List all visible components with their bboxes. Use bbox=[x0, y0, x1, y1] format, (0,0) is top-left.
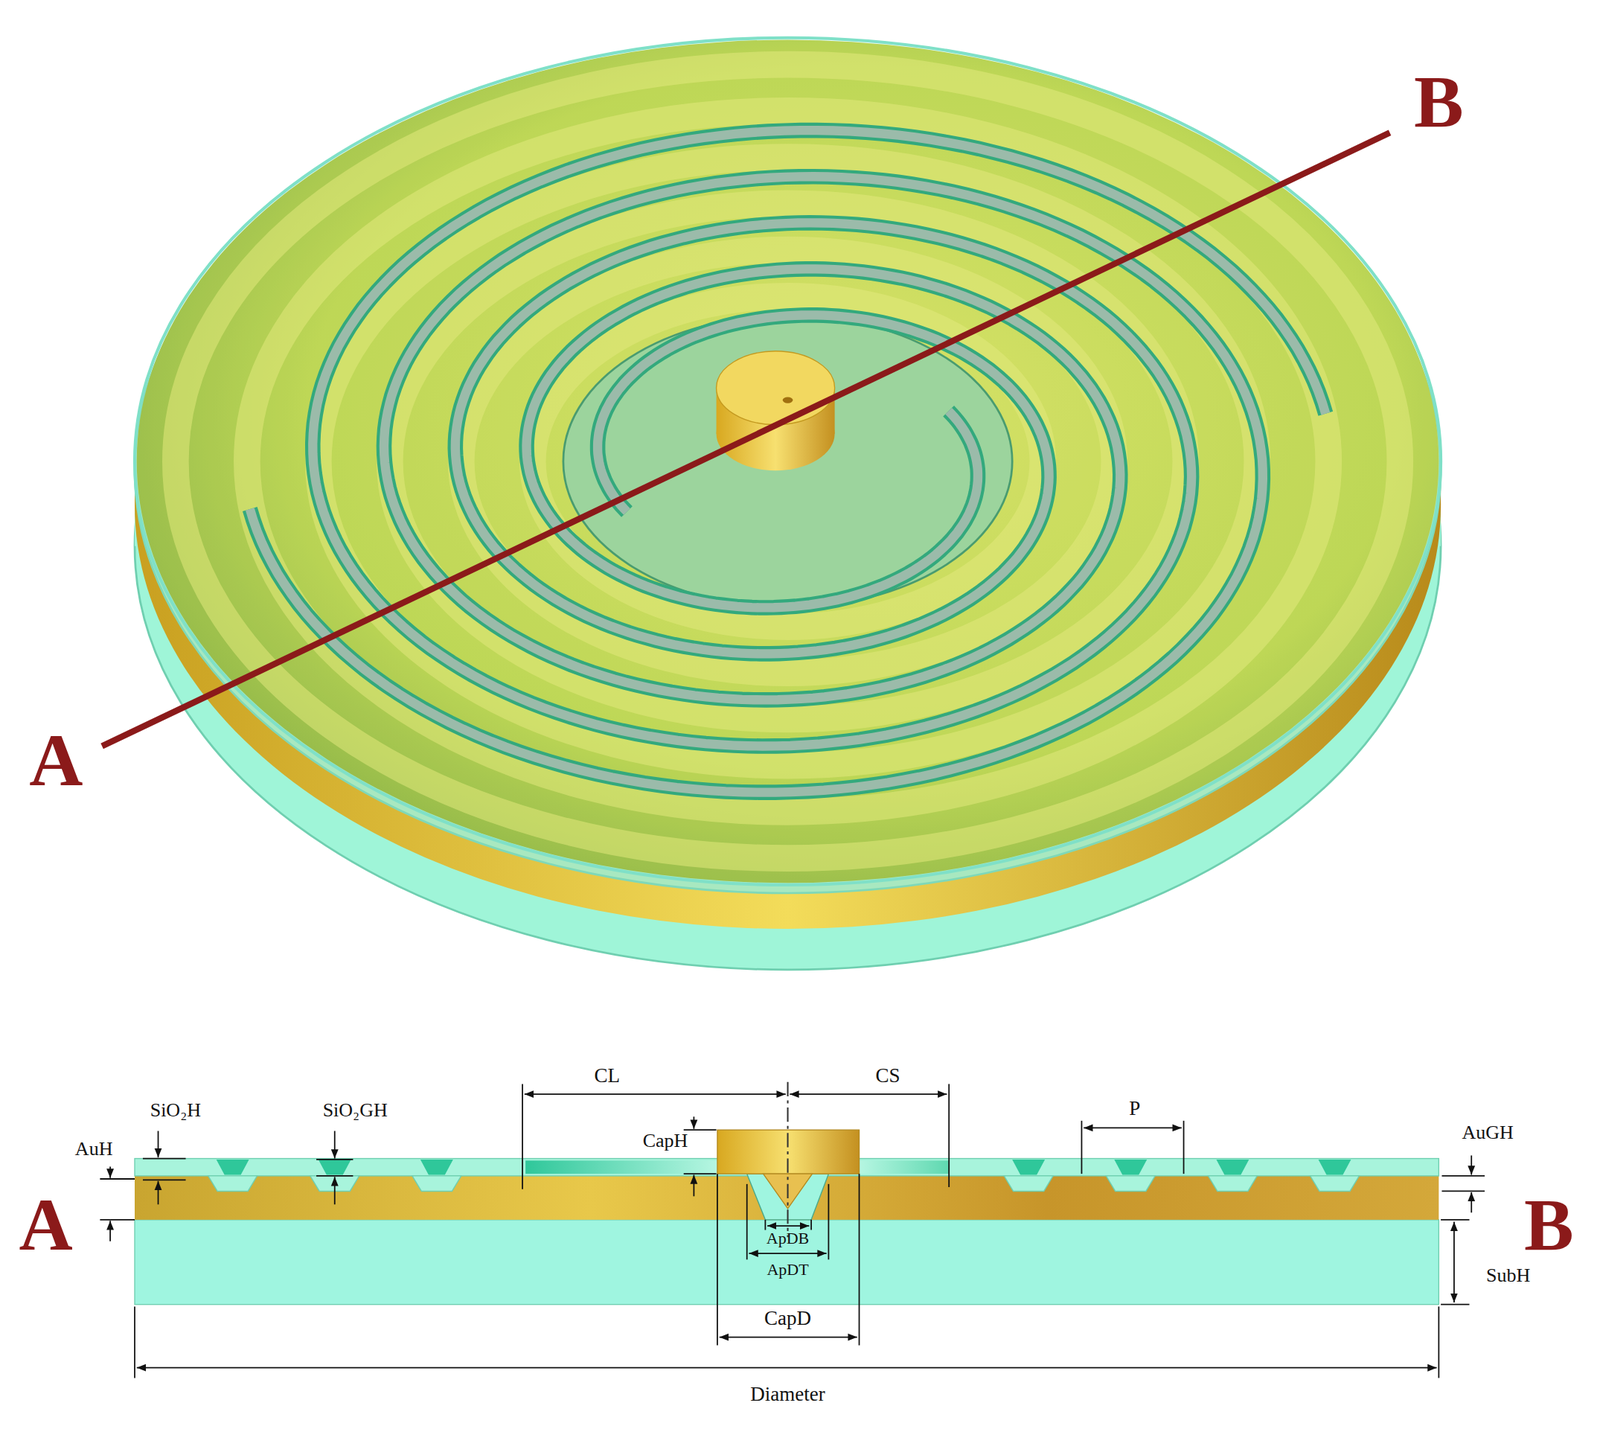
dimension-label: ApDB bbox=[766, 1230, 809, 1247]
dimension-lines bbox=[99, 1083, 1485, 1378]
groove bbox=[1105, 1175, 1155, 1192]
groove bbox=[1310, 1175, 1360, 1192]
view-marker: A bbox=[19, 1187, 73, 1263]
view-marker: A bbox=[29, 723, 83, 798]
dimension-label: CapH bbox=[642, 1131, 689, 1151]
dimension-label: AuH bbox=[75, 1139, 114, 1159]
view-marker: B bbox=[1524, 1187, 1574, 1263]
oxide-groove bbox=[420, 1159, 454, 1176]
dimension-label: CL bbox=[594, 1065, 621, 1086]
section-line bbox=[101, 132, 1390, 746]
oxide-groove bbox=[318, 1159, 352, 1176]
dimension-label: CS bbox=[875, 1065, 900, 1086]
oxide-groove bbox=[1114, 1159, 1147, 1176]
oxide-groove bbox=[216, 1159, 250, 1176]
groove bbox=[412, 1175, 462, 1192]
cross-section bbox=[134, 1082, 1439, 1305]
dimension-label: SiO₂H bbox=[150, 1100, 201, 1120]
dimension-label: ApDT bbox=[766, 1261, 809, 1278]
disk-3d bbox=[134, 37, 1441, 970]
dimension-label: SiO₂GH bbox=[322, 1100, 388, 1120]
dimension-label: Diameter bbox=[750, 1384, 825, 1405]
groove bbox=[1207, 1175, 1257, 1192]
oxide-groove bbox=[1216, 1159, 1249, 1176]
dimension-label: P bbox=[1128, 1098, 1141, 1119]
groove bbox=[1003, 1175, 1054, 1192]
oxide-groove bbox=[1012, 1159, 1045, 1176]
view-marker: B bbox=[1413, 64, 1464, 140]
dimension-label: AuGH bbox=[1461, 1122, 1513, 1143]
groove bbox=[208, 1175, 258, 1192]
dimension-label: SubH bbox=[1486, 1265, 1531, 1286]
oxide-groove bbox=[1318, 1159, 1352, 1176]
dimension-label: CapD bbox=[764, 1308, 812, 1329]
